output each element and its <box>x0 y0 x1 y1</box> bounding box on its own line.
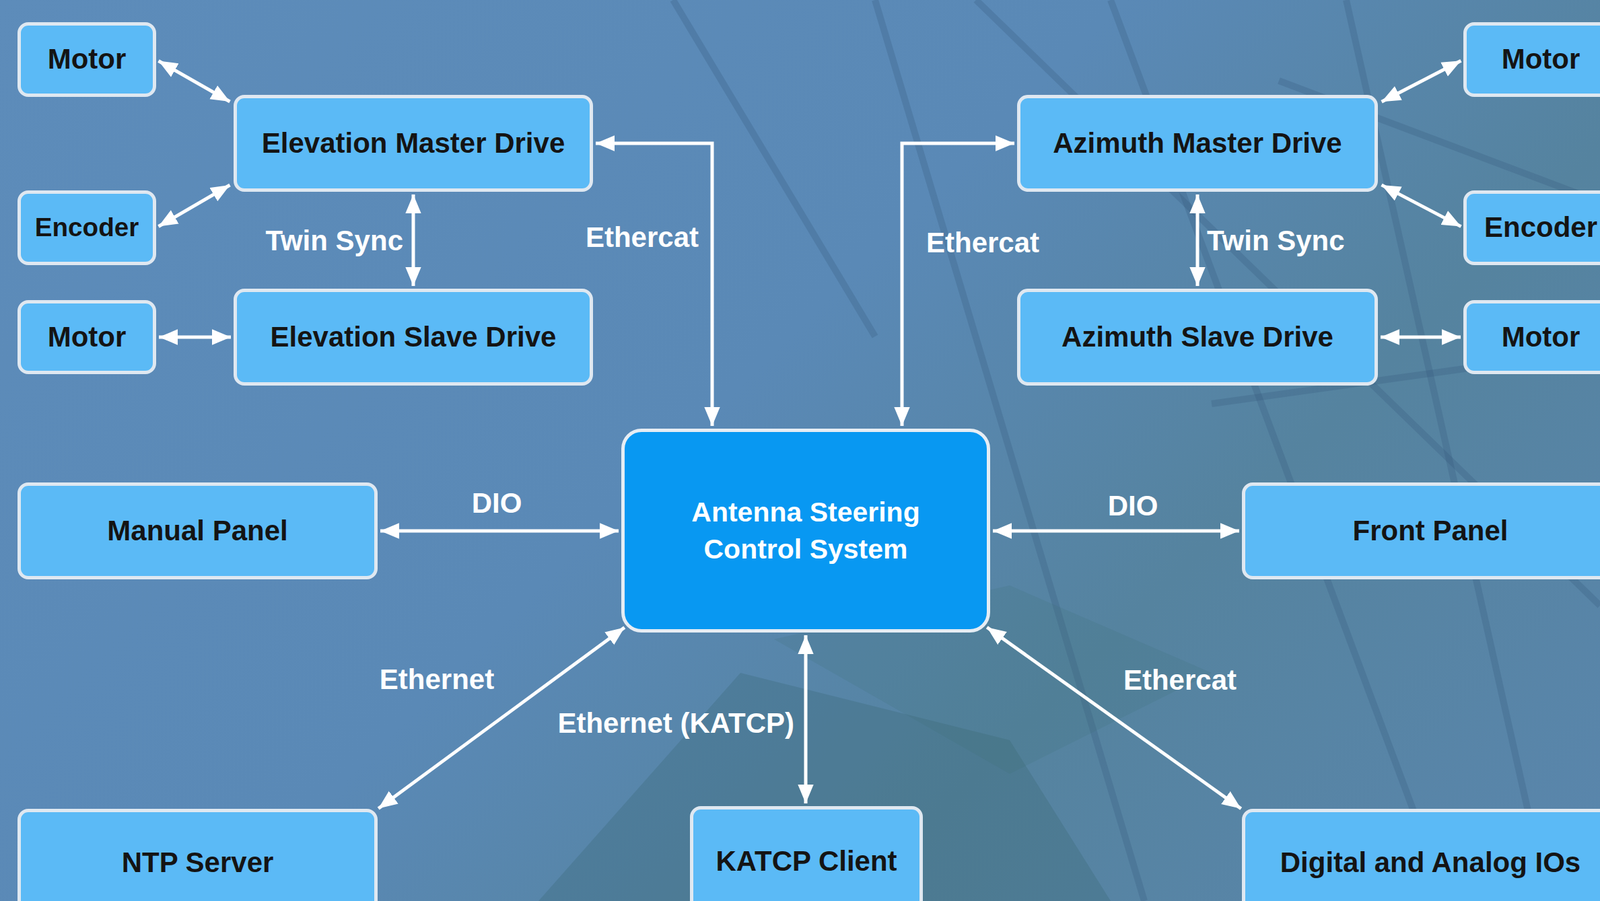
edge-label: DIO <box>471 487 523 520</box>
connector <box>1380 335 1461 340</box>
client-box: KATCP Client <box>689 806 923 901</box>
edge-label: Ethernet <box>379 663 495 697</box>
panel-box: Front Panel <box>1241 482 1600 580</box>
connector <box>1196 194 1200 287</box>
edge-label: Twin Sync <box>1206 224 1345 258</box>
box-label: Motor <box>47 320 127 355</box>
drive-box: Elevation Slave Drive <box>233 288 594 386</box>
edge-label: Ethercat <box>1123 664 1237 697</box>
motor-box: Motor <box>1463 22 1600 97</box>
box-label: Digital and Analog IOs <box>1280 846 1581 880</box>
frame-beam <box>673 0 876 337</box>
box-label: NTP Server <box>121 846 274 880</box>
server-box: NTP Server <box>17 809 378 901</box>
connector <box>411 194 416 287</box>
box-label: KATCP Client <box>715 844 897 879</box>
connector <box>901 143 1015 427</box>
box-label: Azimuth Slave Drive <box>1061 320 1334 355</box>
controller-label: Antenna Steering Control System <box>664 494 948 567</box>
box-label: Motor <box>47 42 127 77</box>
edge-label: DIO <box>1107 490 1159 523</box>
connector <box>1381 60 1462 102</box>
encoder-box: Encoder <box>1463 190 1600 266</box>
controller-box: Antenna Steering Control System <box>621 428 991 633</box>
connector <box>804 635 808 804</box>
edge-label: Ethernet (KATCP) <box>557 707 795 740</box>
io-box: Digital and Analog IOs <box>1241 809 1600 901</box>
connector <box>158 61 231 103</box>
box-label: Motor <box>1501 320 1581 355</box>
encoder-box: Encoder <box>17 190 157 266</box>
drive-box: Azimuth Master Drive <box>1017 94 1378 192</box>
drive-box: Azimuth Slave Drive <box>1017 288 1378 386</box>
edge-label: Twin Sync <box>265 224 404 258</box>
box-label: Motor <box>1501 42 1581 77</box>
connector <box>1381 185 1462 227</box>
connector <box>986 627 1241 809</box>
box-label: Azimuth Master Drive <box>1052 126 1342 161</box>
edge-label: Ethercat <box>926 226 1040 260</box>
panel-box: Manual Panel <box>17 482 378 580</box>
box-label: Encoder <box>35 212 140 243</box>
box-label: Manual Panel <box>107 514 288 548</box>
box-label: Elevation Master Drive <box>261 126 566 161</box>
drive-box: Elevation Master Drive <box>233 94 594 192</box>
edge-label: Ethercat <box>585 221 699 254</box>
box-label: Encoder <box>1484 210 1598 245</box>
connector <box>158 335 231 340</box>
motor-box: Motor <box>17 22 157 97</box>
connector <box>380 529 619 534</box>
connector <box>158 185 231 227</box>
motor-box: Motor <box>17 300 157 375</box>
motor-box: Motor <box>1463 300 1600 375</box>
box-label: Elevation Slave Drive <box>270 320 557 355</box>
box-label: Front Panel <box>1352 514 1508 548</box>
connector <box>992 529 1240 534</box>
connector <box>595 143 713 427</box>
